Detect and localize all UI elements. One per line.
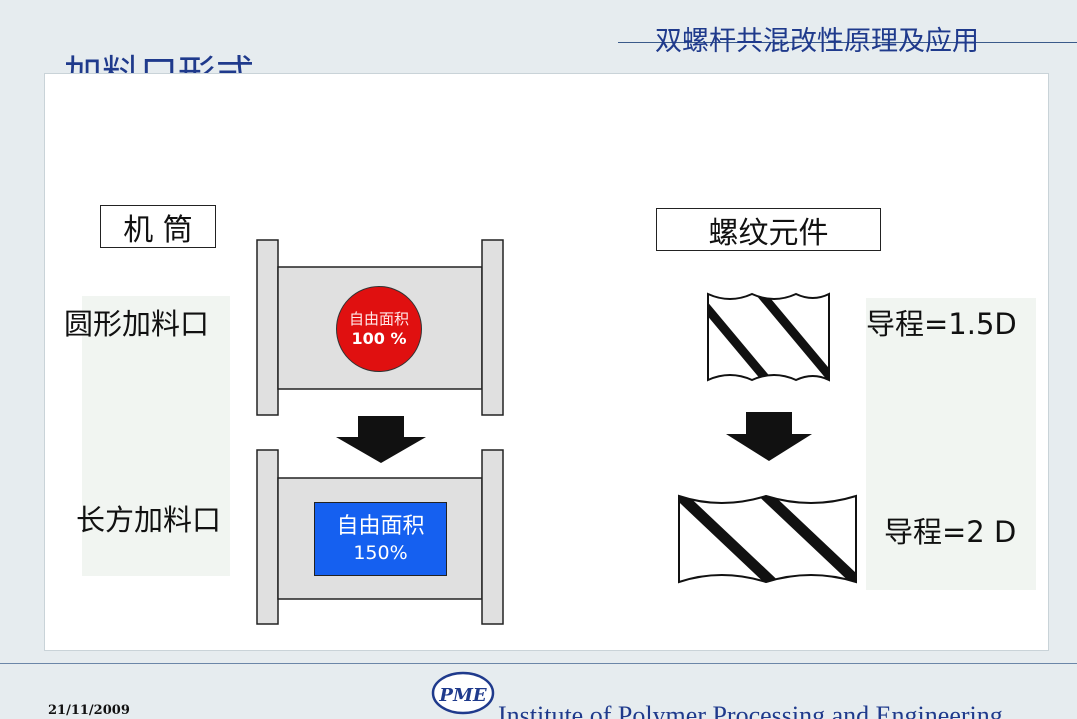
down-arrow-icon xyxy=(726,412,812,461)
screw-section-label: 螺纹元件 xyxy=(656,208,881,251)
rect-port-label: 长方加料口 xyxy=(76,503,222,537)
label-backdrop xyxy=(82,296,230,576)
round-port-label: 圆形加料口 xyxy=(64,307,210,341)
pme-logo: PME xyxy=(431,671,495,715)
lead-label-2: 导程=2 D xyxy=(884,515,1017,549)
round-port-badge: 自由面积 100 % xyxy=(336,286,422,372)
footer-date: 21/11/2009 xyxy=(48,703,130,718)
barrel-section-label: 机 筒 xyxy=(100,205,216,248)
down-arrow-icon xyxy=(336,416,426,463)
rect-port-badge: 自由面积 150% xyxy=(314,502,447,576)
round-badge-line2: 100 % xyxy=(351,329,407,348)
logo-text: PME xyxy=(438,685,486,706)
footer-institute: Institute of Polymer Processing and Engi… xyxy=(498,701,1003,719)
screw-element-lead-2d xyxy=(678,494,857,584)
lead-backdrop xyxy=(866,298,1036,590)
lead-label-1: 导程=1.5D xyxy=(866,307,1017,341)
rect-badge-line2: 150% xyxy=(353,542,408,564)
footer-rule xyxy=(0,663,1077,664)
round-badge-line1: 自由面积 xyxy=(348,310,409,328)
header-title: 双螺杆共混改性原理及应用 xyxy=(655,26,979,57)
rect-badge-line1: 自由面积 xyxy=(336,514,425,539)
screw-diagram xyxy=(678,292,857,584)
header-rule xyxy=(618,42,1077,43)
screw-element-lead-1-5d xyxy=(707,292,830,382)
